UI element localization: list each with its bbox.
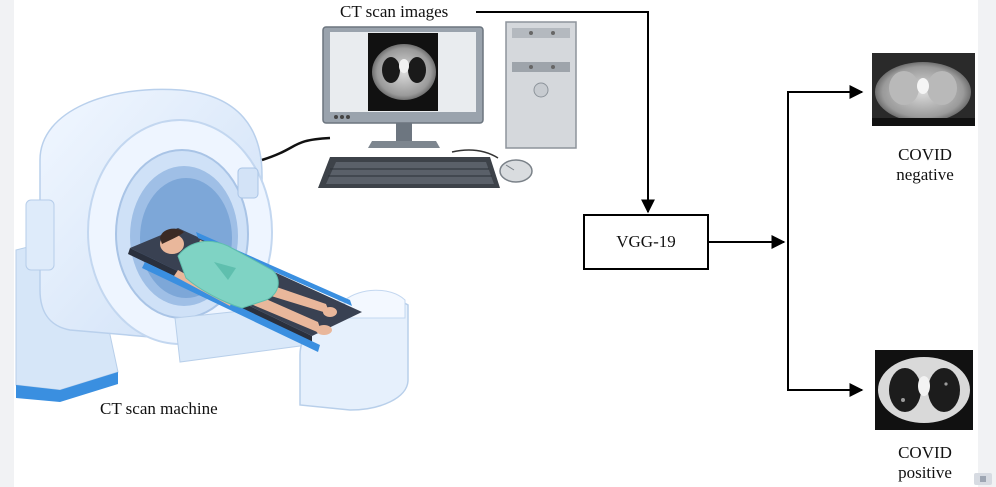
scanner-cable (261, 136, 331, 162)
ct-scan-images-label: CT scan images (340, 2, 449, 21)
keyboard-icon (318, 157, 500, 188)
covid-positive-line2: positive (898, 463, 952, 482)
flow-arrows (476, 11, 864, 397)
covid-negative-label: COVID negative (880, 145, 970, 185)
covid-positive-label: COVID positive (880, 443, 970, 483)
corner-widget-icon[interactable] (974, 473, 992, 485)
covid-positive-line1: COVID (898, 443, 952, 462)
arrow-to-negative (787, 85, 864, 242)
vgg19-model-label: VGG-19 (616, 232, 676, 251)
arrow-to-positive (787, 242, 864, 397)
left-frame-edge (0, 0, 14, 487)
ct-scan-positive-thumbnail (875, 350, 973, 430)
patient-illustration (160, 228, 337, 335)
monitor-icon (322, 26, 484, 148)
ct-scan-machine-label: CT scan machine (100, 399, 218, 418)
covid-negative-line2: negative (896, 165, 954, 184)
covid-negative-line1: COVID (898, 145, 952, 164)
mouse-icon (451, 149, 533, 183)
ct-scan-negative-thumbnail (872, 53, 975, 126)
right-frame-edge (978, 0, 996, 487)
vgg19-model-box: VGG-19 (583, 214, 709, 270)
arrow-images-to-model (476, 11, 655, 214)
computer-tower-icon (505, 21, 577, 149)
